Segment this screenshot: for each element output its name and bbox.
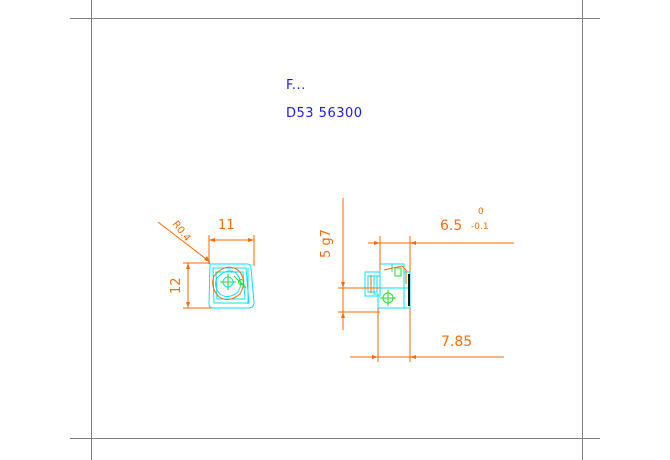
title-line-2: D53 56300 xyxy=(286,106,363,121)
dim-radius-r04: R0.4 xyxy=(170,219,193,244)
trigon-profile xyxy=(212,266,244,300)
dim-offset-7-85: 7.85 xyxy=(441,334,472,350)
title-line-1: F... xyxy=(286,78,306,93)
sheet-frame xyxy=(70,0,600,460)
side-dimension-lines xyxy=(338,198,514,362)
dim-thickness-5g7: 5 g7 xyxy=(319,229,334,258)
side-view: 5 g7 6.5 0 -0.1 7.85 xyxy=(319,198,514,362)
dim-height-12: 12 xyxy=(169,277,184,294)
dim-length-6-5: 6.5 xyxy=(440,218,462,234)
dim-width-11: 11 xyxy=(218,218,235,233)
side-dimension-arrows xyxy=(341,241,416,359)
front-dimension-arrows xyxy=(186,238,254,308)
front-view: 11 12 R0.4 xyxy=(157,218,255,309)
dim-tol-upper: 0 xyxy=(478,207,484,217)
side-detail xyxy=(370,265,407,293)
side-hidden-features xyxy=(380,267,402,306)
center-mark xyxy=(220,274,247,290)
dim-tol-lower: -0.1 xyxy=(471,222,489,232)
front-dimension-lines xyxy=(157,221,255,309)
